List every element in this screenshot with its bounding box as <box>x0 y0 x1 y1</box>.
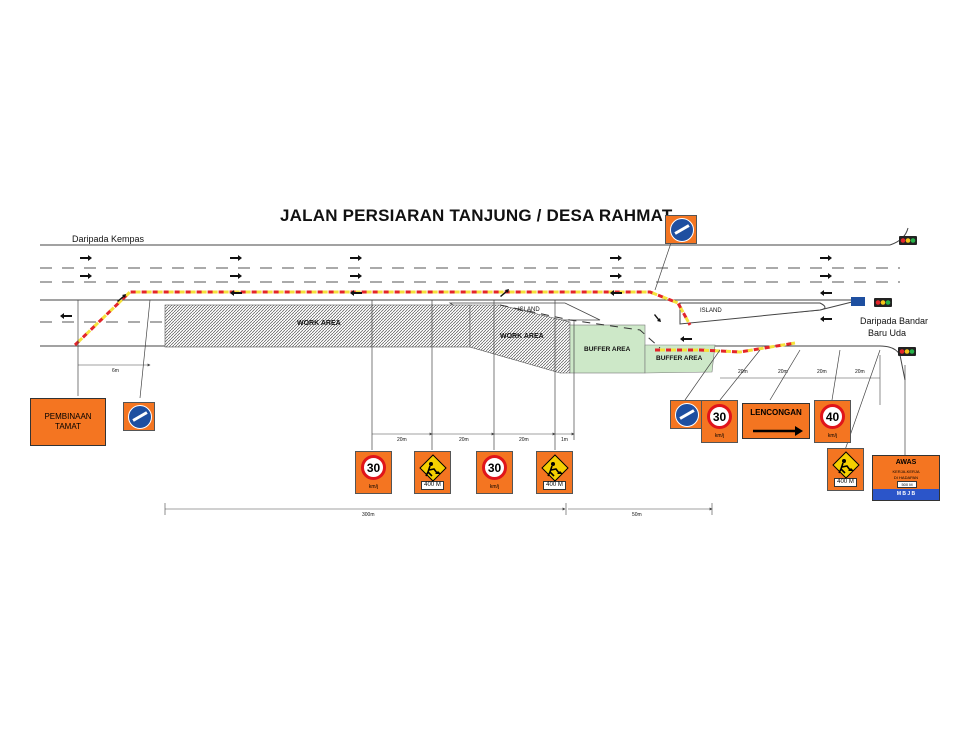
speed-unit: km/j <box>368 484 379 490</box>
work-distance: 400 M <box>834 478 857 487</box>
lane-arrow-icon <box>610 255 622 261</box>
speed-limit-40-sign: 40 km/j <box>814 400 851 443</box>
lane-arrow-icon <box>610 290 622 296</box>
speed-value: 30 <box>361 455 386 480</box>
leader-line <box>769 349 801 401</box>
work-area-1-label: WORK AREA <box>297 320 341 327</box>
dim-label-20m-4: 20m <box>738 369 748 375</box>
road-works-sign: 400 M <box>536 451 573 494</box>
buffer-area-2-label: BUFFER AREA <box>656 355 703 362</box>
lane-arrow-icon <box>610 273 622 279</box>
pembinaan-tamat-text: PEMBINAAN TAMAT <box>44 412 92 431</box>
work-distance: 400 M <box>421 481 444 490</box>
dim-label-20m-6: 20m <box>817 369 827 375</box>
lencongan-sign: LENCONGAN <box>742 403 810 439</box>
lane-arrow-icon <box>230 273 242 279</box>
pembinaan-tamat-sign: PEMBINAAN TAMAT <box>30 398 106 446</box>
lane-arrow-icon <box>80 255 92 261</box>
dim-label-20m-1: 20m <box>397 437 407 443</box>
traffic-light-icon <box>898 347 916 356</box>
origin-bandar-label-1: Daripada Bandar <box>860 316 929 326</box>
work-distance: 400 M <box>543 481 566 490</box>
road-works-sign: 400 M <box>827 448 864 491</box>
lane-arrow-icon <box>654 314 661 322</box>
road-works-sign: 400 M <box>414 451 451 494</box>
buffer-area-1-label: BUFFER AREA <box>584 346 631 353</box>
leader-line <box>831 349 841 401</box>
buffer-area-1-zone <box>569 324 646 374</box>
lane-arrow-icon <box>820 290 832 296</box>
leader-line <box>139 299 151 399</box>
dim-label-300m: 300m <box>362 512 375 518</box>
diagram-title: JALAN PERSIARAN TANJUNG / DESA RAHMAT <box>280 206 673 225</box>
lane-arrow-icon <box>680 336 692 342</box>
lane-divider-diversion <box>499 304 661 349</box>
worker-sign-icon <box>832 451 860 479</box>
lane-arrow-icon <box>117 294 126 302</box>
awas-title: AWAS <box>895 459 917 466</box>
lane-arrow-icon <box>350 273 362 279</box>
awas-warning-sign: AWAS KERJA-KERJA DI HADAPAN 500 M M B J … <box>872 455 940 501</box>
cone-line-taper-right <box>655 341 796 354</box>
awas-line-2: DI HADAPAN <box>893 475 919 480</box>
buffer-area-2-zone <box>644 344 716 374</box>
leader-line <box>719 349 761 401</box>
dim-label-1m: 1m <box>561 437 568 443</box>
lane-arrows <box>60 255 832 342</box>
speed-limit-30-sign: 30 km/j <box>701 400 738 443</box>
island-2-label: ISLAND <box>700 308 722 314</box>
lane-arrow-icon <box>60 313 72 319</box>
lane-arrow-icon <box>230 255 242 261</box>
speed-value: 30 <box>482 455 507 480</box>
origin-kempas-label: Daripada Kempas <box>72 234 145 244</box>
dim-label-20m-5: 20m <box>778 369 788 375</box>
leader-line <box>654 239 673 291</box>
cone-line-taper-left-yellow <box>73 290 692 347</box>
lane-arrow-icon <box>350 255 362 261</box>
speed-limit-30-sign: 30 km/j <box>355 451 392 494</box>
keep-left-sign-icon <box>123 402 155 431</box>
directional-sign-icon <box>851 297 865 306</box>
worker-sign-icon <box>419 454 447 482</box>
speed-value: 30 <box>707 404 732 429</box>
keep-left-sign-icon <box>665 215 697 244</box>
lencongan-text: LENCONGAN <box>750 408 802 417</box>
lane-arrow-icon <box>820 255 832 261</box>
speed-unit: km/j <box>827 433 838 439</box>
lane-arrow-icon <box>820 273 832 279</box>
speed-limit-30-sign: 30 km/j <box>476 451 513 494</box>
traffic-light-icon <box>874 298 892 307</box>
awas-authority: M B J B <box>873 489 939 500</box>
origin-bandar-label-2: Baru Uda <box>868 328 907 338</box>
speed-value: 40 <box>820 404 845 429</box>
dim-label-50m: 50m <box>632 512 642 518</box>
speed-unit: km/j <box>489 484 500 490</box>
awas-distance: 500 M <box>897 481 917 488</box>
lane-arrow-icon <box>80 273 92 279</box>
traffic-light-icon <box>899 236 917 245</box>
keep-left-sign-icon <box>670 400 702 429</box>
dim-label-6m: 6m <box>112 368 119 374</box>
arrow-right-icon <box>753 426 803 436</box>
cone-line-taper-left <box>73 290 692 347</box>
dim-label-20m-2: 20m <box>459 437 469 443</box>
work-area-2-label: WORK AREA <box>500 333 544 340</box>
awas-line-1: KERJA-KERJA <box>892 469 920 474</box>
lane-arrow-icon <box>820 316 832 322</box>
dim-label-20m-3: 20m <box>519 437 529 443</box>
island-1-label: ISLAND <box>518 307 540 313</box>
speed-unit: km/j <box>714 433 725 439</box>
lane-arrow-icon <box>350 290 362 296</box>
leader-line <box>684 349 721 401</box>
island-2-shape <box>679 302 826 325</box>
dim-label-20m-7: 20m <box>855 369 865 375</box>
lane-arrow-icon <box>230 290 242 296</box>
work-area-1-zone <box>164 304 471 348</box>
lane-arrow-icon <box>500 289 509 297</box>
